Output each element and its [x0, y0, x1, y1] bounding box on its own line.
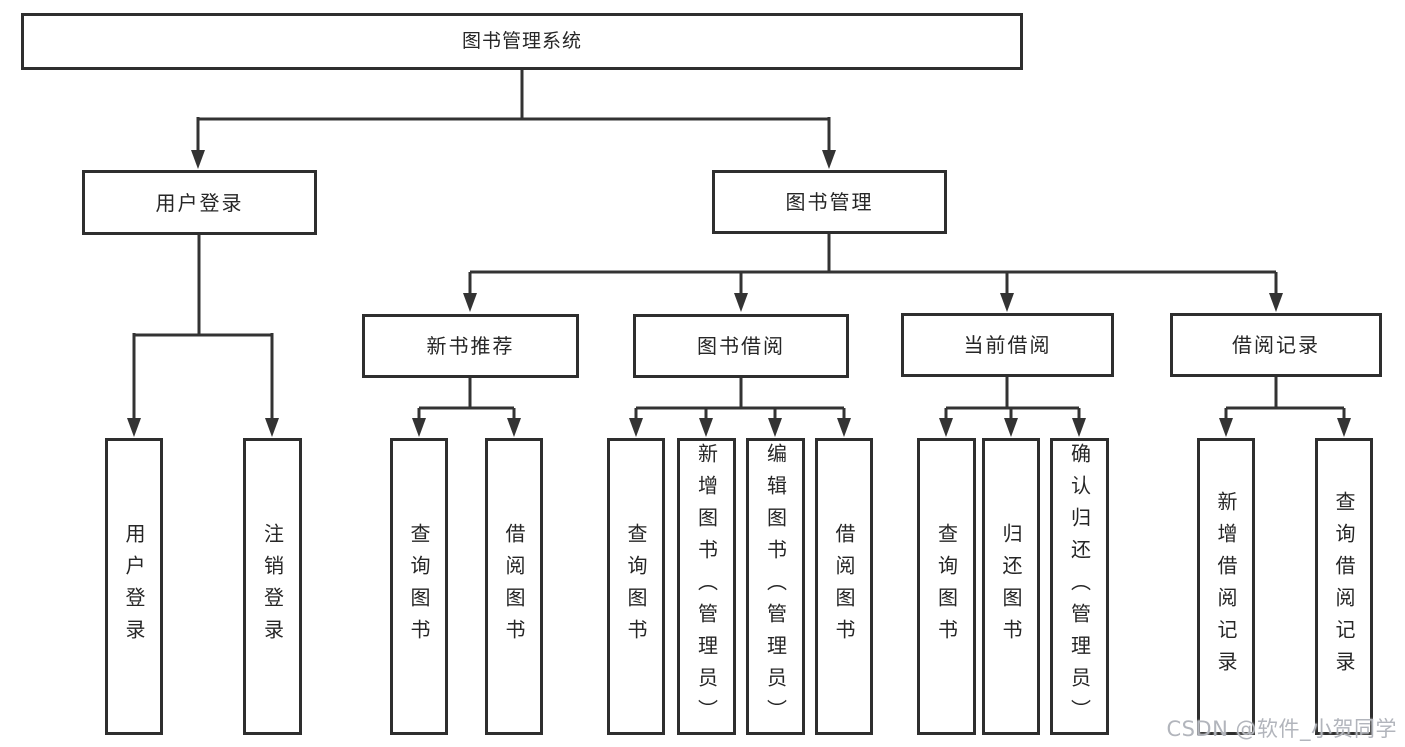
arrow-down-icon: [412, 418, 426, 437]
arrow-down-icon: [265, 418, 279, 437]
node-label: 查询图书: [934, 522, 959, 651]
leaf-confirm-return-admin: 确认归还（管理员）: [1050, 438, 1109, 735]
leaf-query-books-recommend: 查询图书: [390, 438, 448, 735]
connector-borrow-record-children: [1219, 376, 1351, 437]
node-book-management: 图书管理: [712, 170, 947, 234]
leaf-add-borrow-record: 新增借阅记录: [1197, 438, 1255, 735]
node-label: 注销登录: [260, 522, 285, 651]
node-current-borrowing: 当前借阅: [901, 313, 1114, 377]
arrow-down-icon: [1004, 418, 1018, 437]
arrow-down-icon: [629, 418, 643, 437]
arrow-down-icon: [1000, 293, 1014, 312]
node-label: 图书管理: [785, 190, 874, 214]
arrow-down-icon: [734, 293, 748, 312]
node-library-system: 图书管理系统: [21, 13, 1023, 70]
connector-book-mgmt-children: [463, 233, 1283, 312]
arrow-down-icon: [822, 150, 836, 169]
node-label: 借阅图书: [502, 522, 526, 651]
node-label: 当前借阅: [963, 333, 1052, 357]
leaf-borrow-books: 借阅图书: [815, 438, 873, 735]
arrow-down-icon: [699, 418, 713, 437]
leaf-query-books-borrowing: 查询图书: [607, 438, 665, 735]
leaf-add-book-admin: 新增图书（管理员）: [677, 438, 736, 735]
node-label: 图书管理系统: [461, 30, 582, 53]
arrow-down-icon: [837, 418, 851, 437]
node-label: 新增借阅记录: [1214, 490, 1238, 683]
connector-user-login-children: [127, 234, 279, 437]
node-label: 新书推荐: [426, 334, 515, 358]
node-label: 借阅图书: [832, 522, 856, 651]
node-label: 查询图书: [407, 522, 431, 651]
leaf-return-books: 归还图书: [982, 438, 1040, 735]
node-label: 用户登录: [122, 522, 146, 651]
node-label: 归还图书: [999, 522, 1023, 651]
connector-book-borrow-children: [629, 377, 851, 437]
node-borrowing-records: 借阅记录: [1170, 313, 1382, 377]
node-label: 查询图书: [624, 522, 648, 651]
connector-new-book-rec-children: [412, 377, 521, 437]
leaf-user-login: 用户登录: [105, 438, 163, 735]
arrow-down-icon: [191, 150, 205, 169]
node-label: 查询借阅记录: [1332, 490, 1356, 683]
leaf-query-books-current: 查询图书: [917, 438, 976, 735]
node-label: 新增图书（管理员）: [694, 442, 719, 731]
node-label: 图书借阅: [697, 334, 785, 358]
leaf-query-borrow-record: 查询借阅记录: [1315, 438, 1373, 735]
arrow-down-icon: [127, 418, 141, 437]
node-user-login: 用户登录: [82, 170, 317, 235]
leaf-logout-login: 注销登录: [243, 438, 302, 735]
node-label: 编辑图书（管理员）: [763, 442, 788, 731]
arrow-down-icon: [1337, 418, 1351, 437]
arrow-down-icon: [1072, 418, 1086, 437]
arrow-down-icon: [1269, 293, 1283, 312]
leaf-edit-book-admin: 编辑图书（管理员）: [746, 438, 805, 735]
node-new-book-recommend: 新书推荐: [362, 314, 579, 378]
node-book-borrowing: 图书借阅: [633, 314, 849, 378]
csdn-watermark: CSDN @软件_小贺同学: [1166, 717, 1397, 741]
node-label: 借阅记录: [1232, 333, 1320, 357]
node-label: 确认归还（管理员）: [1067, 442, 1092, 731]
arrow-down-icon: [507, 418, 521, 437]
arrow-down-icon: [768, 418, 782, 437]
leaf-borrow-books-recommend: 借阅图书: [485, 438, 543, 735]
node-label: 用户登录: [155, 190, 244, 215]
arrow-down-icon: [1219, 418, 1233, 437]
arrow-down-icon: [463, 293, 477, 312]
connector-root-to-level2: [191, 70, 836, 169]
arrow-down-icon: [939, 418, 953, 437]
connector-current-borrow-children: [939, 376, 1086, 437]
